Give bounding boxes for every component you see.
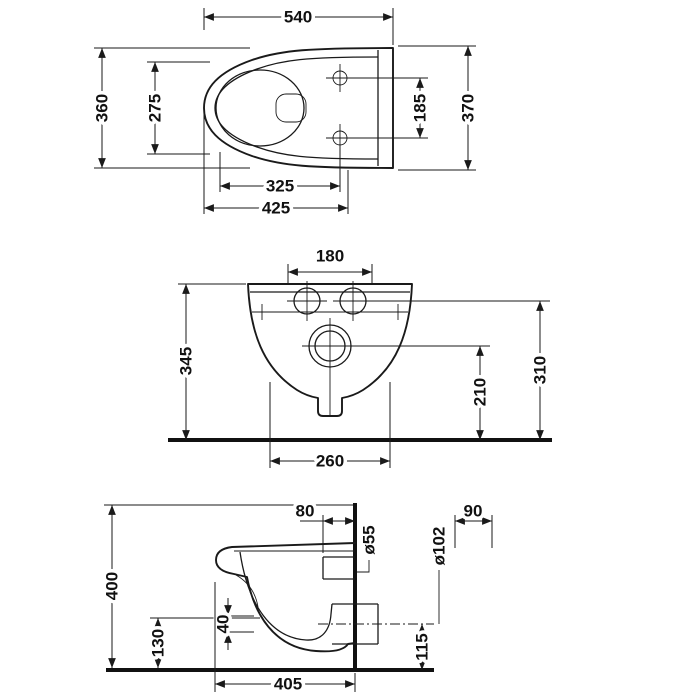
dim-40: 40 [210,598,254,650]
dim-label-d102: ø102 [430,527,449,566]
dim-425: 425 [203,112,349,221]
outlet-circle [302,318,358,416]
dim-90: 90 [454,498,493,548]
dim-label-400: 400 [103,572,122,600]
flush-hole-left [287,281,327,321]
toilet-plan-outline [203,47,394,169]
dim-label-360: 360 [93,94,112,122]
toilet-side-profile [215,542,356,653]
dim-345: 345 [173,283,246,440]
dim-405: 405 [214,582,356,697]
dim-275: 275 [142,61,210,155]
dim-label-540: 540 [284,8,312,27]
flush-hole-right [333,281,373,321]
dim-label-310: 310 [531,356,550,384]
dim-370: 370 [398,45,481,171]
dim-400: 400 [99,505,125,668]
dim-label-260: 260 [316,452,344,471]
dim-label-405: 405 [274,675,302,694]
dim-label-d55: ø55 [360,525,379,554]
dim-label-345: 345 [177,347,196,375]
dim-130: 130 [145,617,260,668]
flush-pipe [322,556,355,580]
dim-label-115: 115 [413,633,432,660]
dim-label-40: 40 [214,615,233,634]
dim-185: 185 [348,77,433,139]
dim-label-210: 210 [471,378,490,406]
outlet-detail [275,93,307,123]
dim-80: 80 [292,498,355,553]
top-view: 540 360 275 185 370 [89,4,481,221]
dim-115: 115 [409,624,435,670]
dim-325: 325 [219,146,341,199]
dim-diameter-55: ø55 [356,522,382,573]
dim-label-185: 185 [411,94,430,122]
dim-label-325: 325 [266,177,294,196]
front-view: 180 345 210 310 260 [168,243,553,474]
dim-label-130: 130 [149,629,168,657]
bowl-opening [215,69,305,147]
dim-label-180: 180 [316,247,344,266]
dim-diameter-102: ø102 [426,523,452,624]
dim-360: 360 [89,47,250,169]
dim-540: 540 [203,4,394,45]
dim-260: 260 [269,382,391,474]
dim-label-90: 90 [464,502,483,521]
side-view: 80 ø55 ø102 90 400 130 [99,498,493,697]
toilet-front-outline [247,283,413,417]
dim-210: 210 [353,345,493,440]
dim-label-425: 425 [262,199,290,218]
dim-180: 180 [287,243,373,283]
dim-label-370: 370 [459,94,478,122]
outlet-pipe [318,603,434,645]
dim-label-275: 275 [146,94,165,122]
dim-310: 310 [373,300,553,440]
dim-label-80: 80 [296,502,315,521]
